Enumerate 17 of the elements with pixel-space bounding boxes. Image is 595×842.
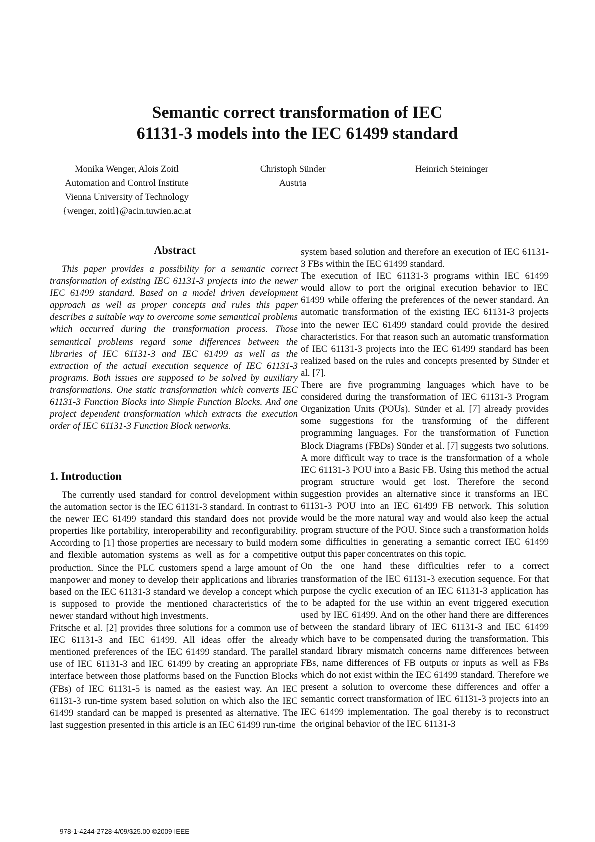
- body-paragraph: On the one hand these difficulties refer to a correct transformation of the IEC 61131-3 execution sequence. For that purpose the cyclic execution of an IEC 61131-3 application has to be adapted for the use within an event triggered execution used by IEC 61499. And on the other hand there are differences between the standard library of IEC 61131-3 and IEC 61499 which have to be compensated during the transformation. This standard library mismatch concerns name differences between FBs, name differences of FB outputs or inputs as well as FBs which do not exist within the IEC 61499 standard. Therefore we present a solution to overcome these differences and offer a semantic correct transformation of IEC 61131-3 projects into an IEC 61499 implementation. The goal thereby is to reconstruct the original behavior of the IEC 61131-3: [301, 561, 549, 731]
- author-name: Monika Wenger, Alois Zoitl: [74, 164, 180, 177]
- body-paragraph: There are five programming languages which have to be considered during the transformation of IEC 61131-3 Program Organization Units (POUs). Sünder et al. [7] already provides some suggestions for the transforming of the different programming languages. For the transformation of Function Block Diagrams (FBDs) Sünder et al. [7] suggests two solutions. A more difficult way to trace is the transformation of a whole IEC 61131-3 POU into a Basic FB. Using this method the actual program structure would get lost. Therefore the second suggestion provides an alternative since it transforms an IEC 61131-3 POU into an IEC 61499 FB network. This solution would be the more natural way and would also keep the actual program structure of the POU. Since such a transformation holds some difficulties in generating a semantic correct IEC 61499 output this paper concentrates on this topic.: [301, 380, 549, 562]
- email-address: {wenger, zoitl}@acin.tuwien.ac.at: [62, 206, 192, 219]
- author-name: Christoph Sünder: [260, 164, 326, 177]
- body-paragraph: The execution of IEC 61131-3 programs within IEC 61499 would allow to port the original execution behavior to IEC 61499 while offering the preferences of the newer standard. An automatic transformation of the existing IEC 61131-3 projects into the newer IEC 61499 standard could provide the desired characteristics. For that reason such an automatic transformation of IEC 61131-3 projects into the IEC 61499 standard has been realized based on the rules and concepts presented by Sünder et al. [7].: [301, 271, 549, 380]
- section-heading: 1. Introduction: [50, 471, 122, 483]
- body-paragraph: The currently used standard for control development within the automation sector is the IEC 61131-3 standard. In contrast to the newer IEC 61499 standard this standard does not provide properties like portability, interoperability and reconfigurability. According to [1] those properties are necessary to build modern and flexible automation systems as well as for a competitive production. Since the PLC customers spend a large amount of manpower and money to develop their applications and libraries based on the IEC 61131-3 standard we develop a concept which is supposed to provide the mentioned characteristics of the newer standard without high investments.: [50, 490, 298, 624]
- affiliation: Automation and Control Institute: [65, 178, 189, 191]
- paper-title: Semantic correct transformation of IEC 61131-3 models into the IEC 61499 standard: [136, 102, 460, 144]
- affiliation: Austria: [279, 178, 307, 191]
- abstract-paragraph: This paper provides a possibility for a semantic correct transformation of existing IEC 61131-3 projects into the newer IEC 61499 standard. Based on a model driven development approach as well as proper concepts and rules this paper describes a suitable way to overcome some semantical problems which occurred during the transformation process. Those semantical problems regard some differences between the libraries of IEC 61131-3 and IEC 61499 as well as the extraction of the actual execution sequence of IEC 61131-3 programs. Both issues are supposed to be solved by auxiliary transformations. One static transformation which converts IEC 61131-3 Function Blocks into Simple Function Blocks. And one project dependent transformation which extracts the execution order of IEC 61131-3 Function Block networks.: [50, 264, 298, 434]
- body-paragraph: Fritsche et al. [2] provides three solutions for a common use of IEC 61131-3 and IEC 61499. All ideas offer the already mentioned preferences of the IEC 61499 standard. The parallel use of IEC 61131-3 and IEC 61499 by creating an appropriate interface between those platforms based on the Function Blocks (FBs) of IEC 61131-5 is named as the easiest way. An IEC 61131-3 run-time system based solution on which also the IEC 61499 standard can be mapped is presented as alternative. The last suggestion presented in this article is an IEC 61499 run-time: [50, 623, 298, 732]
- author-name: Heinrich Steininger: [415, 164, 489, 177]
- body-paragraph: system based solution and therefore an execution of IEC 61131-3 FBs within the IEC 61499 standard.: [301, 247, 549, 272]
- affiliation: Vienna University of Technology: [65, 192, 189, 205]
- section-heading: Abstract: [154, 245, 196, 257]
